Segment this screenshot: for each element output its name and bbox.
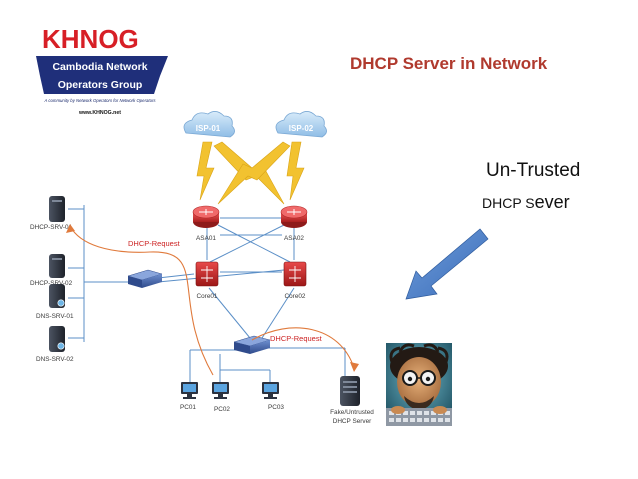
wan-isp02-asa02: [286, 141, 305, 201]
pc-pc02: PC02: [212, 382, 230, 413]
cloud-isp02-label: ISP-02: [289, 124, 314, 133]
dhcp-request-paths: [69, 225, 355, 376]
wan-isp02-asa01: [217, 141, 291, 205]
link-core01-access: [208, 287, 251, 339]
fake-server-label-line2: DHCP Server: [333, 418, 372, 425]
logo-banner-top: [36, 56, 168, 76]
router-asa01-label: ASA01: [196, 235, 216, 242]
logo-brand-text: KHNOG: [42, 24, 139, 54]
server-fake-untrusted: Fake/Untrusted DHCP Server: [330, 376, 374, 425]
server-dns-srv-01: DNS-SRV-01: [36, 284, 74, 320]
pc02-label: PC02: [214, 406, 230, 413]
link-asa01-core02: [217, 224, 291, 263]
router-asa02: ASA02: [280, 205, 308, 242]
server-dhcp-srv-01: DHCP-SRV-01: [30, 196, 73, 231]
wan-links: [196, 141, 305, 205]
dhcp-srv-01-label: DHCP-SRV-01: [30, 224, 73, 231]
network-links: [68, 205, 346, 382]
cloud-isp01-label: ISP-01: [196, 124, 221, 133]
annotation-untrusted: Un-Trusted: [486, 160, 580, 181]
router-asa02-label: ASA02: [284, 235, 304, 242]
dns-srv-01-label: DNS-SRV-01: [36, 313, 74, 320]
link-srvsw-core01: [157, 273, 195, 279]
core01-label: Core01: [197, 293, 218, 300]
request-label-legit: DHCP-Request: [128, 239, 181, 248]
pointer-arrow: [405, 228, 489, 300]
server-access-switch: [127, 269, 163, 288]
request-path-legit: [69, 225, 214, 376]
annotation-dhcp-server: DHCP Sever: [482, 192, 570, 212]
request-label-fake: DHCP-Request: [270, 334, 323, 343]
pc03-label: PC03: [268, 404, 284, 411]
link-asa02-core01: [209, 224, 285, 263]
request-arrowhead-fake: [350, 362, 359, 372]
wan-isp01-asa01: [196, 141, 215, 201]
logo-url: www.KHNOG.net: [78, 110, 121, 116]
khnog-logo: KHNOG Cambodia Network Operators Group A…: [36, 24, 168, 122]
pc01-label: PC01: [180, 404, 196, 411]
logo-line1: Cambodia Network: [52, 61, 147, 73]
pc-pc01: PC01: [180, 382, 198, 411]
router-asa01: ASA01: [192, 205, 220, 242]
user-access-switch: [233, 335, 271, 354]
slide-title: DHCP Server in Network: [350, 54, 548, 73]
link-core02-access: [261, 287, 295, 339]
hacker-portrait: [386, 343, 452, 426]
request-arrowhead-legit: [66, 224, 75, 233]
request-path-fake: [251, 327, 355, 369]
core-switch-core02: Core02: [283, 261, 307, 300]
logo-tagline: A community by Network Operators for Net…: [43, 98, 156, 103]
dhcp-srv-02-label: DHCP-SRV-02: [30, 280, 73, 287]
cloud-isp02: ISP-02: [275, 111, 327, 138]
server-dhcp-srv-02: DHCP-SRV-02: [30, 254, 73, 287]
logo-line2: Operators Group: [58, 79, 143, 91]
core02-label: Core02: [285, 293, 306, 300]
core-switch-core01: Core01: [195, 261, 219, 300]
logo-banner-bottom: [40, 76, 160, 94]
cloud-isp01: ISP-01: [183, 111, 235, 138]
server-dns-srv-02: DNS-SRV-02: [36, 326, 74, 363]
pc-pc03: PC03: [262, 382, 284, 411]
fake-server-label-line1: Fake/Untrusted: [330, 409, 374, 416]
dns-srv-02-label: DNS-SRV-02: [36, 356, 74, 363]
